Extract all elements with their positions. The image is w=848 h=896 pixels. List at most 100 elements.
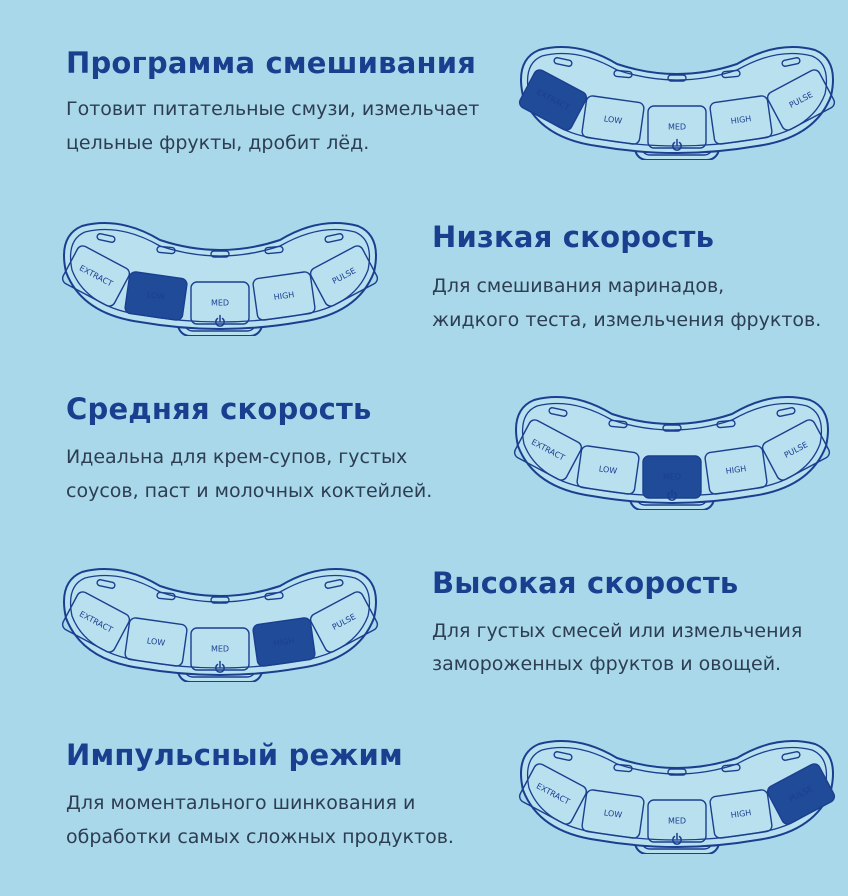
indicator-led (667, 768, 687, 776)
panel-button-med[interactable]: MED (642, 455, 702, 499)
panel-button-frame (309, 591, 379, 653)
panel-button-frame (252, 617, 316, 667)
indicator-led (721, 69, 741, 79)
section-desc-line: Для моментального шинкования и (66, 792, 416, 814)
panel-button-frame (576, 445, 640, 495)
section-title: Импульсный режим (66, 738, 403, 772)
section-title: Средняя скорость (66, 392, 372, 426)
indicator-led (608, 419, 628, 429)
indicator-led (667, 74, 687, 82)
panel-button-high[interactable]: HIGH (709, 95, 773, 145)
panel-button-frame (647, 105, 707, 149)
indicator-led (324, 233, 344, 243)
panel-button-low[interactable]: LOW (581, 95, 645, 145)
panel-button-label: LOW (603, 808, 623, 819)
panel-button-med[interactable]: MED (190, 627, 250, 671)
panel-button-frame (647, 799, 707, 843)
panel-button-label: MED (211, 645, 229, 654)
indicator-led (613, 69, 633, 79)
panel-button-pulse[interactable]: PULSE (766, 762, 837, 826)
panel-button-label: MED (668, 123, 686, 132)
section-pulse: Импульсный режим Для моментального шинко… (0, 724, 848, 896)
power-icon[interactable] (667, 488, 677, 501)
panel-button-label: MED (668, 817, 686, 826)
section-desc-line: соусов, паст и молочных коктейлей. (66, 480, 433, 502)
panel-button-frame (61, 591, 131, 653)
panel-button-low[interactable]: LOW (576, 445, 640, 495)
panel-button-frame (513, 419, 583, 481)
indicator-led (156, 591, 176, 601)
panel-button-high[interactable]: HIGH (252, 271, 316, 321)
indicator-led (776, 407, 796, 417)
panel-button-frame (190, 627, 250, 671)
panel-button-high[interactable]: HIGH (704, 445, 768, 495)
section-med: Средняя скорость Идеальна для крем-супов… (0, 376, 848, 548)
indicator-led (553, 57, 573, 67)
section-desc-line: Для густых смесей или измельчения (432, 620, 803, 642)
panel-button-label: HIGH (730, 808, 752, 820)
panel-button-label: LOW (146, 290, 166, 301)
panel-button-frame (766, 69, 836, 131)
panel-button-label: HIGH (273, 636, 295, 648)
section-desc-line: Для смешивания маринадов, (432, 275, 725, 297)
panel-body (63, 222, 377, 330)
panel-button-med[interactable]: MED (190, 281, 250, 325)
panel-button-frame (642, 455, 702, 499)
section-title: Программа смешивания (66, 46, 477, 80)
section-desc-line: жидкого теста, измельчения фруктов. (432, 309, 822, 331)
panel-button-low[interactable]: LOW (124, 271, 188, 321)
section-desc-line: замороженных фруктов и овощей. (432, 653, 782, 675)
power-icon[interactable] (215, 314, 225, 327)
panel-button-frame (704, 445, 768, 495)
power-icon[interactable] (672, 138, 682, 151)
indicator-led (781, 57, 801, 67)
panel-button-med[interactable]: MED (647, 105, 707, 149)
panel-button-label: HIGH (273, 290, 295, 302)
panel-button-extract[interactable]: EXTRACT (518, 68, 589, 132)
indicator-led (210, 250, 230, 258)
section-desc-line: Готовит питательные смузи, измельчает (66, 98, 480, 120)
panel-button-frame (518, 69, 588, 131)
indicator-led (716, 419, 736, 429)
panel-button-low[interactable]: LOW (124, 617, 188, 667)
panel-button-frame (124, 617, 188, 667)
panel-button-frame (761, 419, 831, 481)
panel-button-frame (518, 763, 588, 825)
section-desc-line: обработки самых сложных продуктов. (66, 826, 454, 848)
panel-button-label: MED (663, 473, 681, 482)
section-title: Высокая скорость (432, 566, 739, 600)
indicator-led (264, 245, 284, 255)
panel-button-frame (709, 789, 773, 839)
panel-button-label: HIGH (725, 464, 747, 476)
panel-button-frame (61, 245, 131, 307)
panel-button-frame (309, 245, 379, 307)
panel-button-label: LOW (603, 114, 623, 125)
indicator-led (96, 233, 116, 243)
panel-button-label: HIGH (730, 114, 752, 126)
panel-button-high[interactable]: HIGH (252, 617, 316, 667)
indicator-led (553, 751, 573, 761)
panel-button-med[interactable]: MED (647, 799, 707, 843)
power-icon[interactable] (672, 832, 682, 845)
panel-button-frame (581, 95, 645, 145)
panel-button-frame (124, 271, 188, 321)
power-icon[interactable] (215, 660, 225, 673)
panel-button-high[interactable]: HIGH (709, 789, 773, 839)
panel-button-label: LOW (146, 636, 166, 647)
indicator-led (781, 751, 801, 761)
section-desc-line: цельные фрукты, дробит лёд. (66, 132, 370, 154)
panel-button-label: MED (211, 299, 229, 308)
section-desc-line: Идеальна для крем-супов, густых (66, 446, 408, 468)
indicator-led (264, 591, 284, 601)
panel-button-frame (190, 281, 250, 325)
panel-button-low[interactable]: LOW (581, 789, 645, 839)
